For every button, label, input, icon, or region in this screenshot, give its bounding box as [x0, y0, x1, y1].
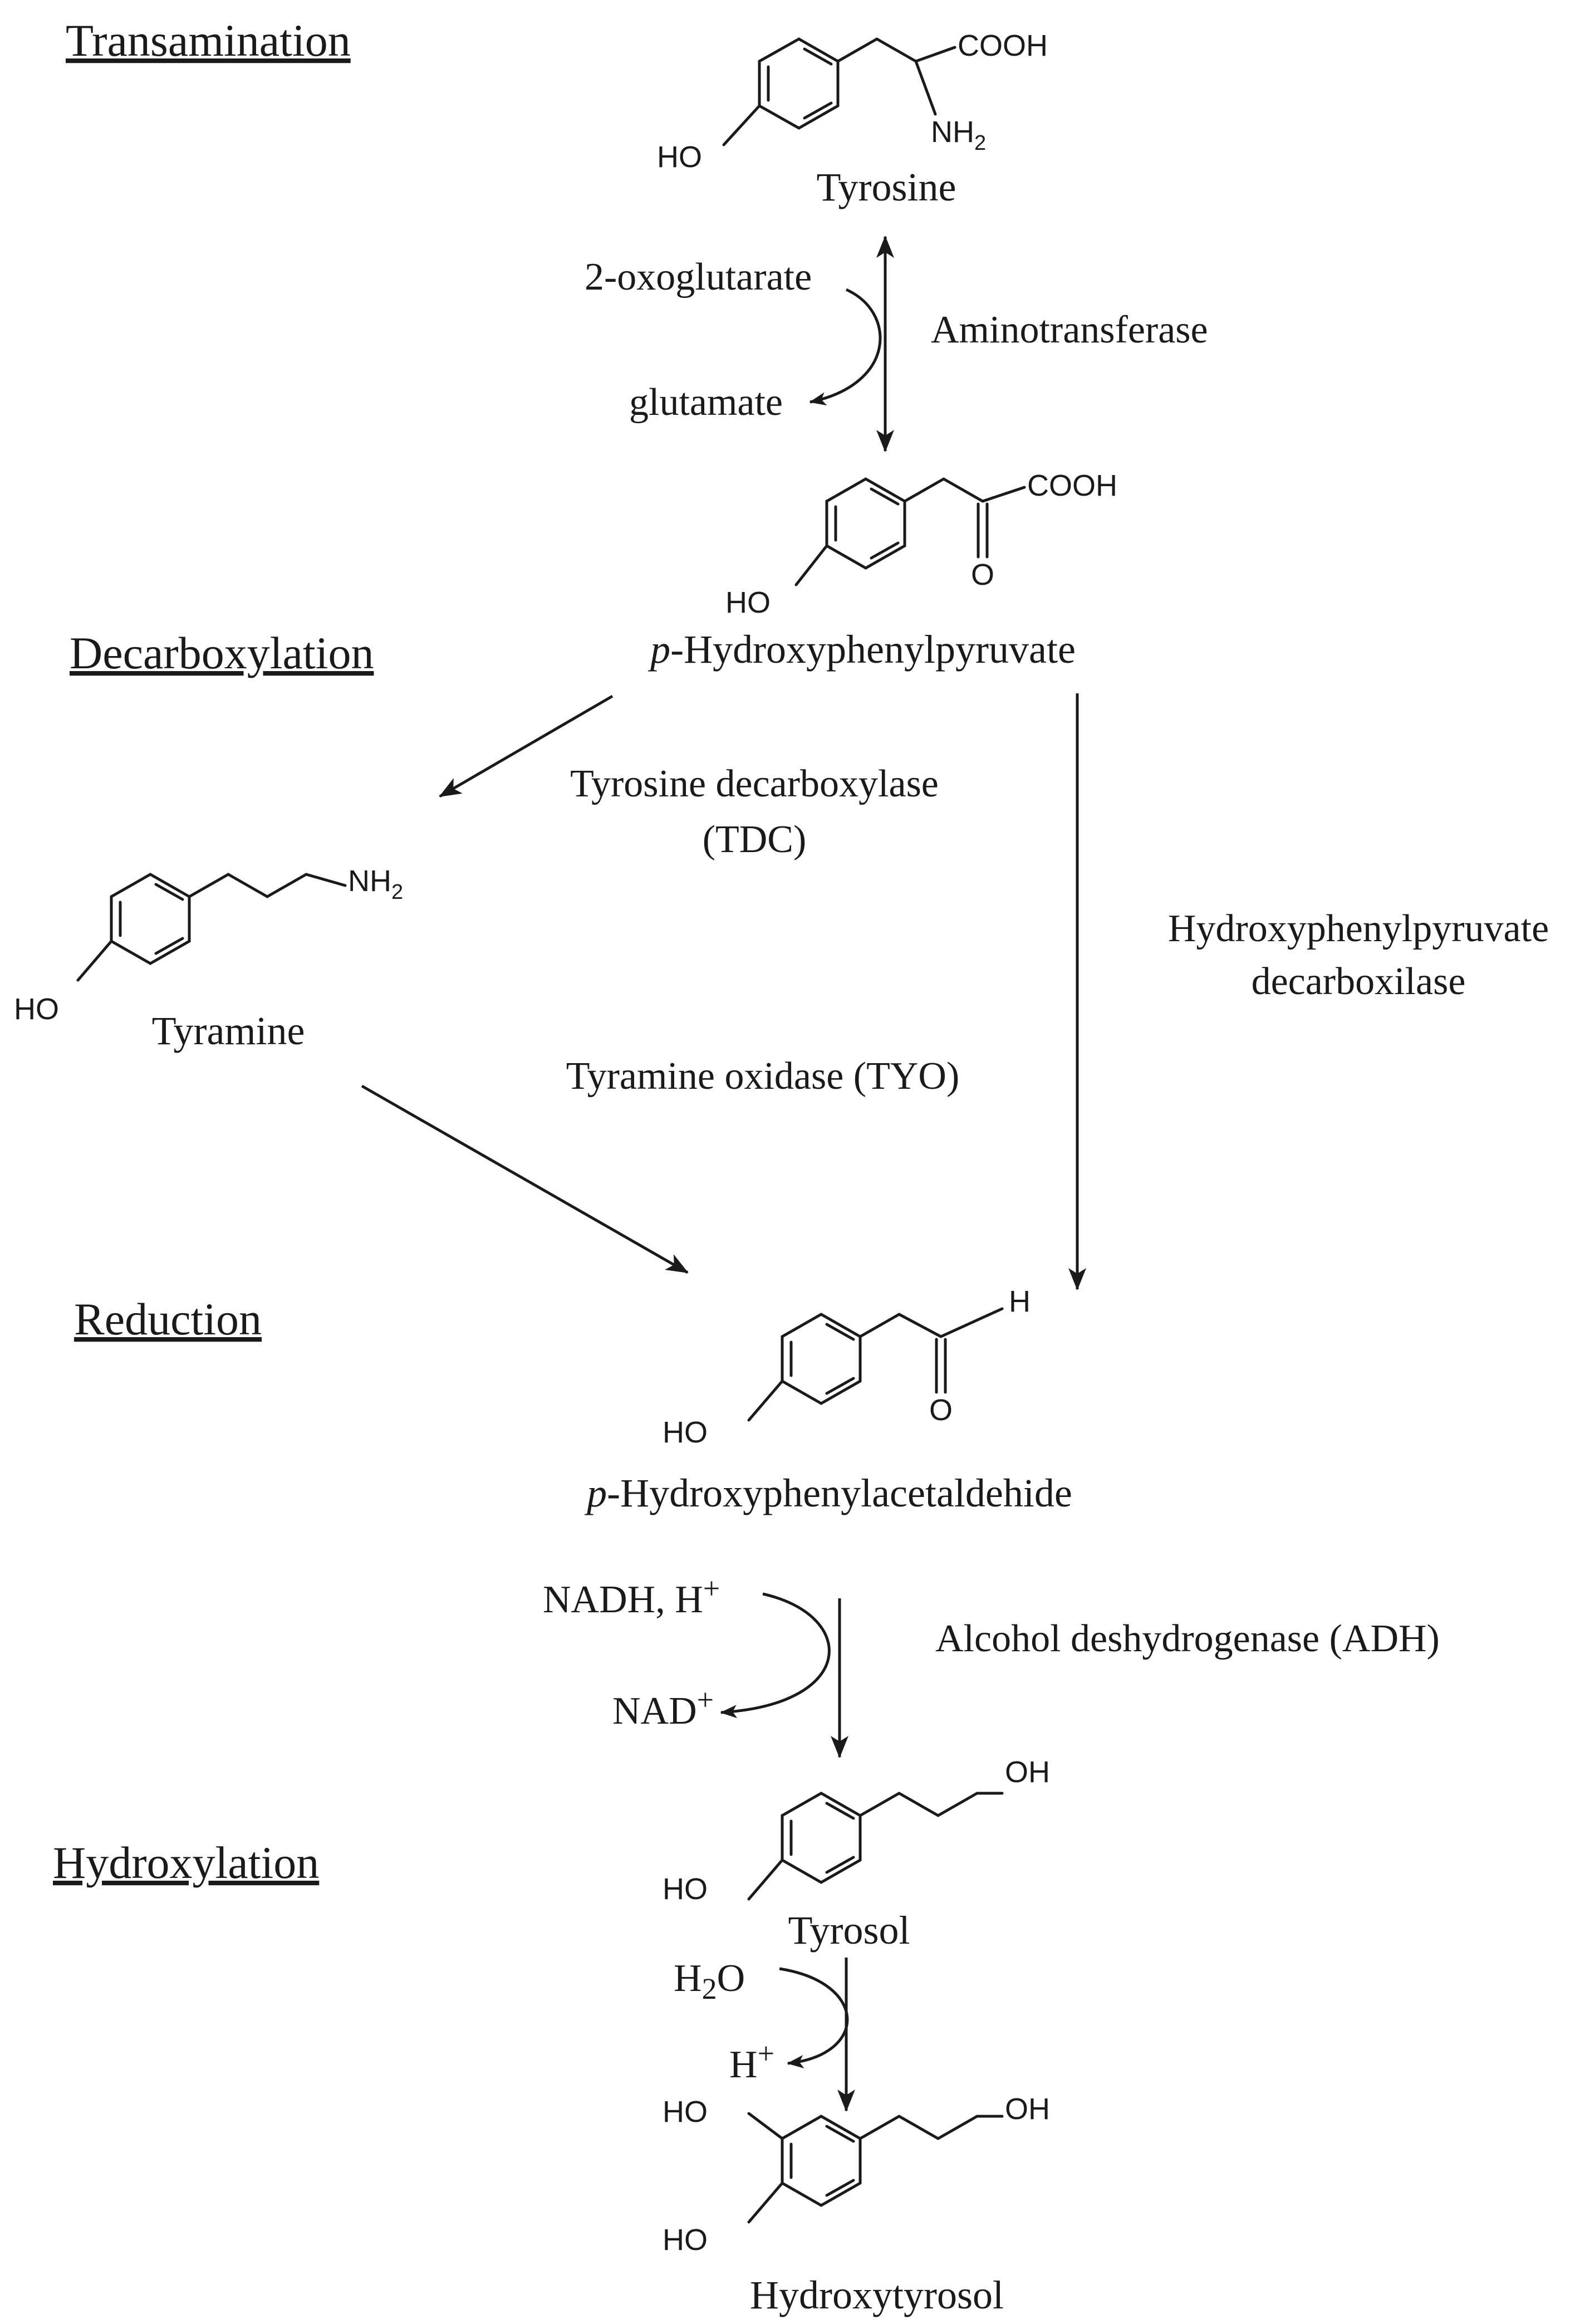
tyrosol-structure: OH HO: [663, 1755, 1050, 1906]
aminotransferase-label: Aminotransferase: [931, 309, 1208, 351]
arrow-tyramine-to-aldehyde: [361, 1084, 689, 1274]
tyrosol-ho-label: HO: [663, 1872, 708, 1906]
tyramine-label: Tyramine: [152, 1009, 305, 1053]
hydroxyphenylpyruvate-label: p-Hydroxyphenylpyruvate: [647, 627, 1076, 672]
heading-hydroxylation: Hydroxylation: [53, 1837, 319, 1888]
hydroxytyrosol-label: Hydroxytyrosol: [750, 2273, 1004, 2317]
cosubstrate-curve-hydroxylation: [779, 1967, 849, 2068]
hppd-label-line1: Hydroxyphenylpyruvate: [1168, 907, 1549, 950]
tdc-label-line2: (TDC): [703, 818, 807, 861]
hydroxyphenylacetaldehyde-structure: H O HO: [663, 1285, 1031, 1449]
water-label: H2O: [674, 1957, 745, 2005]
hpa-ho-label: HO: [663, 1416, 708, 1449]
tyramine-nh2-label: NH2: [348, 864, 403, 904]
heading-reduction: Reduction: [74, 1294, 262, 1344]
heading-transamination: Transamination: [66, 15, 351, 66]
hydroxytyrosol-oh-label: OH: [1005, 2092, 1050, 2126]
heading-decarboxylation: Decarboxylation: [70, 628, 374, 678]
tyrosine-structure: COOH NH2 HO: [657, 29, 1048, 174]
oxoglutarate-label: 2-oxoglutarate: [585, 256, 812, 299]
aldehyde-o-label: O: [929, 1393, 953, 1427]
hydroxyphenylpyruvate-structure: COOH O HO: [725, 469, 1117, 619]
hydroxyphenylacetaldehyde-label: p-Hydroxyphenylacetaldehide: [584, 1471, 1072, 1515]
hydroxytyrosol-structure: OH HO HO: [663, 2092, 1050, 2257]
nadh-label: NADH, H+: [543, 1572, 720, 1621]
hydroxytyrosol-ho-top-label: HO: [663, 2095, 708, 2129]
aldehyde-h-label: H: [1009, 1285, 1031, 1318]
arrow-to-tyramine: [439, 694, 614, 798]
cosubstrate-curve-reduction: [720, 1592, 831, 1719]
hpp-ho-label: HO: [725, 586, 771, 619]
tyrosine-nh2-label: NH2: [931, 115, 986, 155]
cosubstrate-curve-transamination: [809, 288, 882, 405]
hpp-keto-o-label: O: [971, 558, 994, 591]
tdc-label-line1: Tyrosine decarboxylase: [570, 762, 939, 805]
tyrosol-label: Tyrosol: [788, 1908, 910, 1953]
glutamate-label: glutamate: [629, 381, 783, 424]
tyrosol-oh-label: OH: [1005, 1755, 1050, 1789]
proton-label: H+: [729, 2037, 774, 2086]
nad-label: NAD+: [612, 1683, 714, 1733]
hppd-label-line2: decarboxilase: [1252, 960, 1466, 1003]
tyramine-ho-label: HO: [14, 992, 59, 1026]
tyrosine-label: Tyrosine: [817, 165, 956, 209]
tyrosine-cooh-label: COOH: [958, 29, 1048, 62]
hpp-cooh-label: COOH: [1027, 469, 1117, 502]
hydroxytyrosol-ho-bottom-label: HO: [663, 2223, 708, 2257]
tyramine-structure: NH2 HO: [14, 864, 403, 1026]
tyo-label: Tyramine oxidase (TYO): [566, 1055, 960, 1098]
tyrosine-ho-label: HO: [657, 140, 702, 174]
adh-label: Alcohol deshydrogenase (ADH): [935, 1617, 1440, 1660]
